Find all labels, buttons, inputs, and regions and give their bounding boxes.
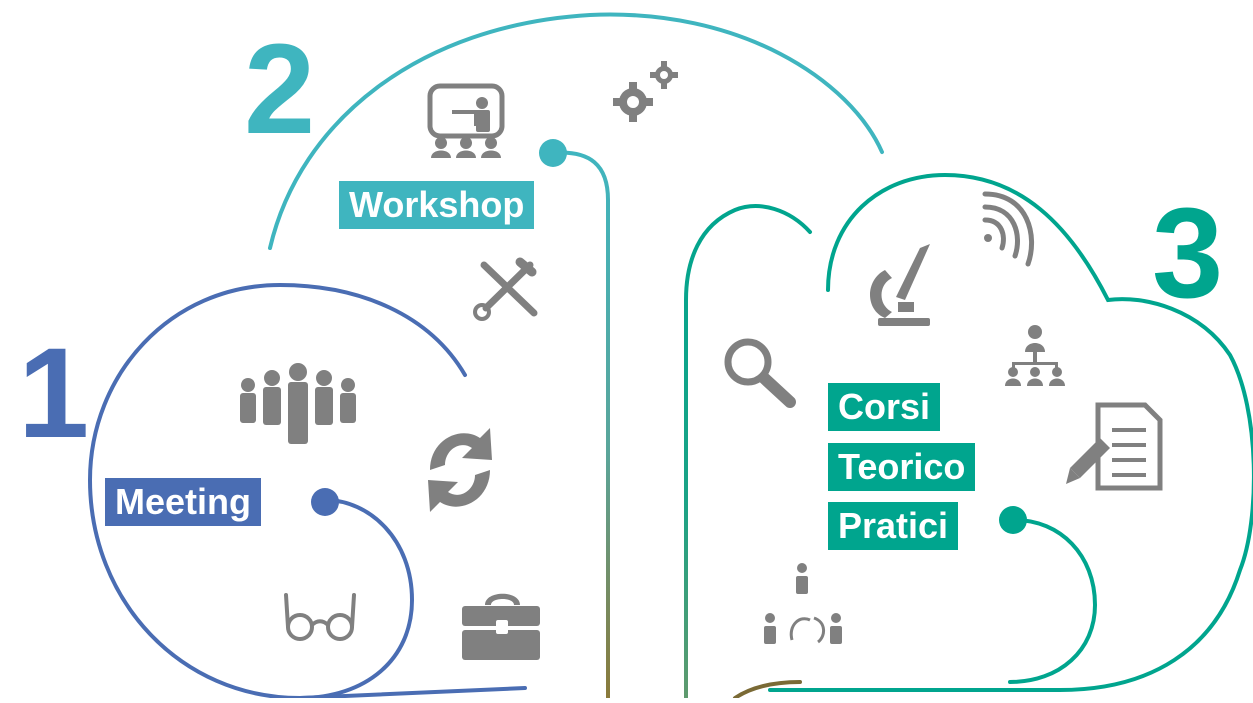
toolbox-icon <box>462 593 540 660</box>
corsi-label-line-3: Pratici <box>828 502 959 550</box>
meeting-connector <box>298 498 415 700</box>
refresh-icon <box>428 428 492 512</box>
workshop-connector <box>551 150 610 700</box>
tools-icon <box>473 257 538 321</box>
meeting-cloud-outline <box>87 282 527 701</box>
signal-icon <box>982 191 1034 267</box>
people-cycle-icon <box>764 563 842 644</box>
corsi-inner-arc <box>684 204 812 700</box>
gears-icon <box>613 61 678 122</box>
workshop-node <box>539 139 567 167</box>
corsi-cloud-outline <box>768 172 1253 692</box>
meeting-label: Meeting <box>105 478 262 526</box>
corsi-connector <box>1008 518 1098 684</box>
corsi-bottom-brown-arc <box>733 680 802 700</box>
org-chart-icon <box>1005 325 1065 386</box>
glasses-icon <box>284 593 356 641</box>
step-1-number: 1 <box>18 322 90 465</box>
document-edit-icon <box>1066 402 1163 491</box>
team-icon <box>240 363 356 444</box>
corsi-label-line-1: Corsi <box>828 383 941 431</box>
search-icon <box>724 338 796 408</box>
meeting-node <box>311 488 339 516</box>
corsi-label-line-2: Teorico <box>828 443 976 491</box>
step-2-number: 2 <box>244 18 316 161</box>
corsi-node <box>999 506 1027 534</box>
workshop-cloud-outline <box>268 12 884 250</box>
microscope-icon <box>870 244 930 326</box>
workshop-label: Workshop <box>339 181 535 229</box>
step-3-number: 3 <box>1152 182 1224 325</box>
presentation-icon <box>427 83 505 158</box>
